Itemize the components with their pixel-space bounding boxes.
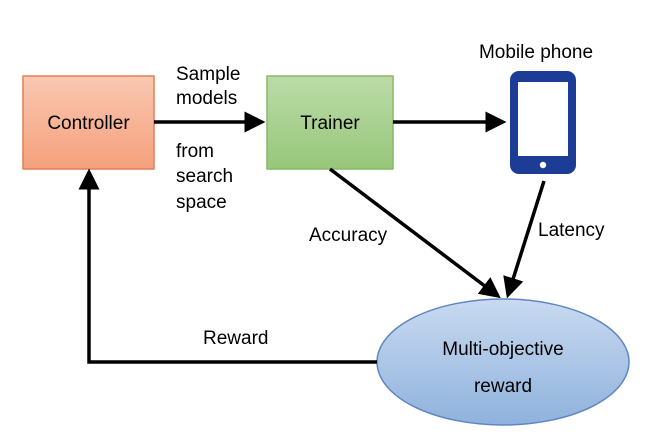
arrow-trainer-to-reward xyxy=(328,167,501,299)
sample-label-line5: space xyxy=(176,192,227,213)
reward-label-line1: Multi-objective xyxy=(442,339,563,360)
sample-label-line2: models xyxy=(176,88,237,109)
mobile-phone-node: Mobile phone xyxy=(479,42,593,174)
controller-box xyxy=(22,75,155,170)
reward-label-line2: reward xyxy=(474,376,532,397)
accuracy-label: Accuracy xyxy=(309,225,388,246)
mobile-phone-icon xyxy=(510,71,576,174)
arrow-reward-to-controller xyxy=(78,168,377,364)
reward-node: Multi-objective reward xyxy=(376,298,630,426)
reward-edge-label: Reward xyxy=(203,328,268,349)
sample-label-line4: search xyxy=(176,166,233,187)
sample-label-line3: from xyxy=(176,141,214,162)
latency-label: Latency xyxy=(538,220,605,241)
controller-node: Controller xyxy=(22,75,155,170)
mobile-phone-label: Mobile phone xyxy=(479,42,593,63)
sample-label-line1: Sample xyxy=(176,64,240,85)
controller-label: Controller xyxy=(47,113,130,134)
edges xyxy=(78,111,546,364)
trainer-label: Trainer xyxy=(300,113,360,134)
reward-ellipse xyxy=(376,298,630,426)
arrow-phone-to-reward xyxy=(503,180,546,299)
trainer-box xyxy=(266,75,394,170)
trainer-node: Trainer xyxy=(266,75,394,170)
